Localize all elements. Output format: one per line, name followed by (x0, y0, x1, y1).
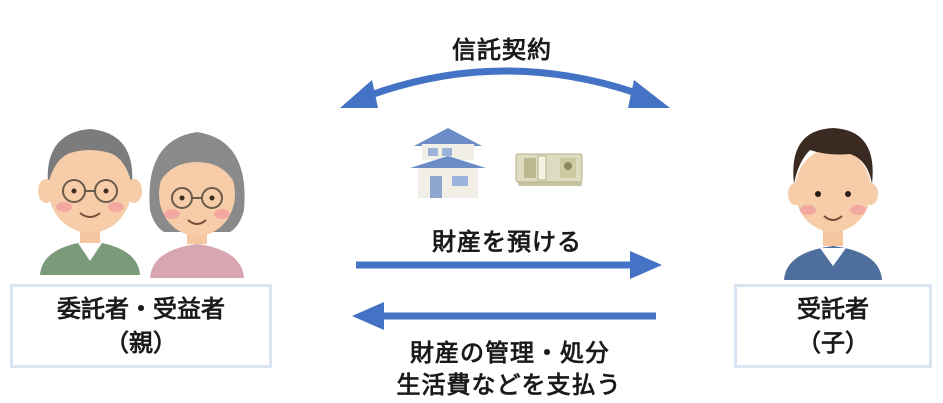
manage-label-line2: 生活費などを支払う (396, 371, 622, 399)
trustee-box: 受託者 （子） (734, 284, 932, 368)
elderly-father-icon (38, 129, 142, 275)
house-icon (410, 128, 486, 198)
settlor-relation-label: （親） (105, 329, 177, 357)
son-icon (784, 128, 882, 280)
elderly-mother-icon (149, 132, 245, 278)
settlor-role-label: 委託者・受益者 (57, 295, 225, 323)
manage-label-line1: 財産の管理・処分 (410, 339, 610, 367)
trustee-role-label: 受託者 (797, 295, 869, 323)
entrust-label: 財産を預ける (432, 228, 582, 256)
settlor-box: 委託者・受益者 （親） (10, 284, 272, 368)
contract-label: 信託契約 (452, 36, 552, 64)
trustee-relation-label: （子） (797, 329, 869, 357)
money-icon (515, 153, 583, 186)
